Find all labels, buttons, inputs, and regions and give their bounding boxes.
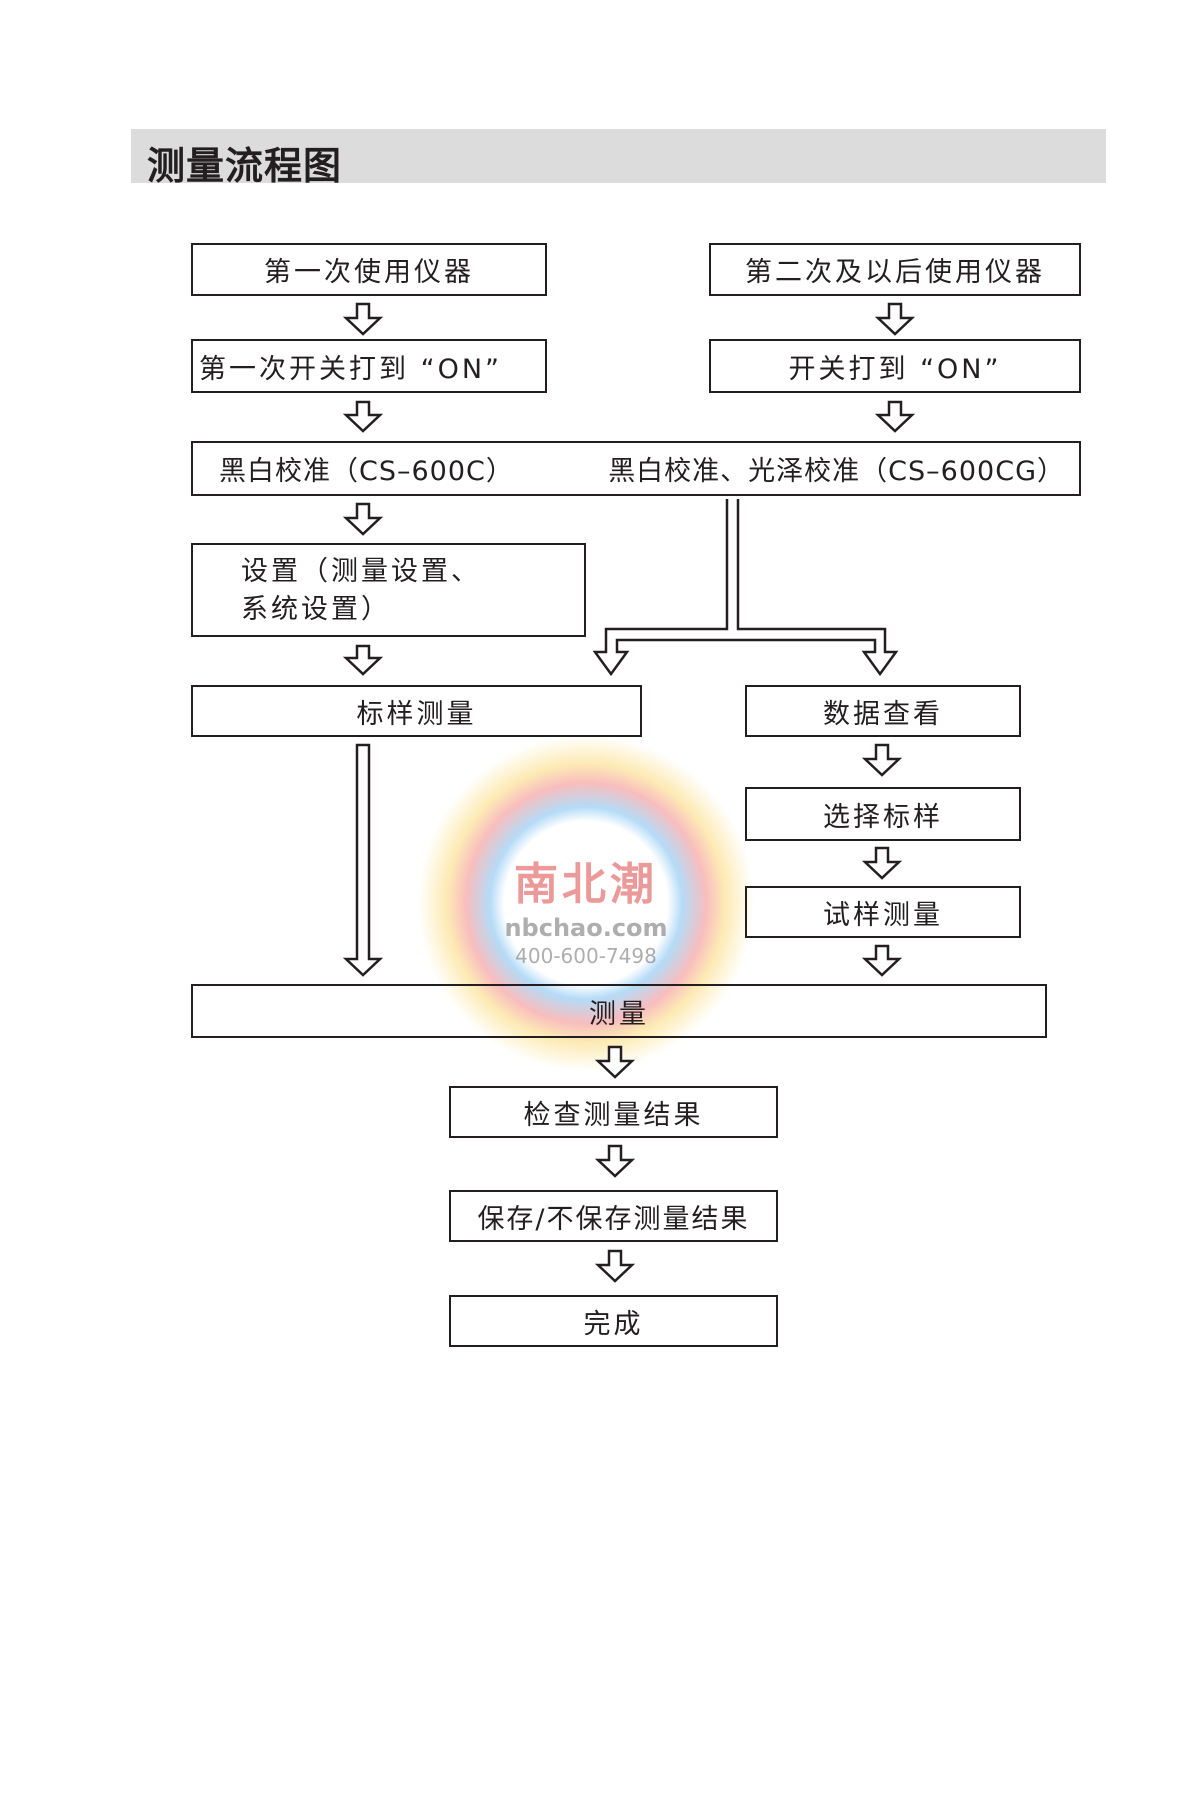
settings-line-1: 设置（测量设置、: [241, 556, 481, 587]
step-calibration: 黑白校准（CS–600C） 黑白校准、光泽校准（CS–600CG）: [191, 441, 1081, 496]
step-check-results: 检查测量结果: [449, 1086, 778, 1138]
calib-cs600cg: 黑白校准、光泽校准（CS–600CG）: [608, 456, 1065, 487]
down-arrow-icon: [594, 1249, 636, 1283]
settings-line-2: 系统设置）: [241, 594, 391, 625]
down-arrow-icon: [342, 644, 384, 676]
step-done: 完成: [449, 1295, 778, 1347]
down-arrow-icon: [594, 1144, 636, 1178]
watermark-logo: 南北潮 nbchao.com 400-600-7498: [416, 733, 756, 1073]
down-arrow-icon: [342, 302, 384, 336]
down-arrow-icon: [861, 846, 903, 880]
down-arrow-icon: [874, 302, 916, 336]
down-arrow-icon: [342, 743, 384, 977]
watermark-site: nbchao.com: [504, 914, 668, 942]
step-second-use: 第二次及以后使用仪器: [709, 243, 1081, 296]
step-data-view: 数据查看: [745, 685, 1021, 737]
step-sample-measure: 试样测量: [745, 886, 1021, 938]
down-arrow-icon: [342, 502, 384, 536]
down-arrow-icon: [861, 944, 903, 977]
down-arrow-icon: [594, 1045, 636, 1079]
step-save-results: 保存/不保存测量结果: [449, 1190, 778, 1242]
step-settings: 设置（测量设置、 系统设置）: [191, 543, 586, 637]
step-measure: 测量: [191, 984, 1047, 1038]
step-first-switch-on: 第一次开关打到 “ON”: [191, 339, 547, 393]
down-arrow-icon: [874, 400, 916, 433]
watermark-phone: 400-600-7498: [515, 944, 657, 968]
title-bar: 测量流程图: [131, 129, 1106, 188]
step-first-use: 第一次使用仪器: [191, 243, 547, 296]
calib-cs600c: 黑白校准（CS–600C）: [219, 456, 514, 487]
page-title: 测量流程图: [147, 144, 343, 188]
down-arrow-icon: [861, 743, 903, 777]
watermark-brand: 南北潮: [514, 859, 658, 910]
split-connector-arrow: [592, 499, 899, 677]
step-select-standard: 选择标样: [745, 787, 1021, 841]
down-arrow-icon: [342, 400, 384, 433]
step-standard-measure: 标样测量: [191, 685, 642, 737]
step-switch-on: 开关打到 “ON”: [709, 339, 1081, 393]
